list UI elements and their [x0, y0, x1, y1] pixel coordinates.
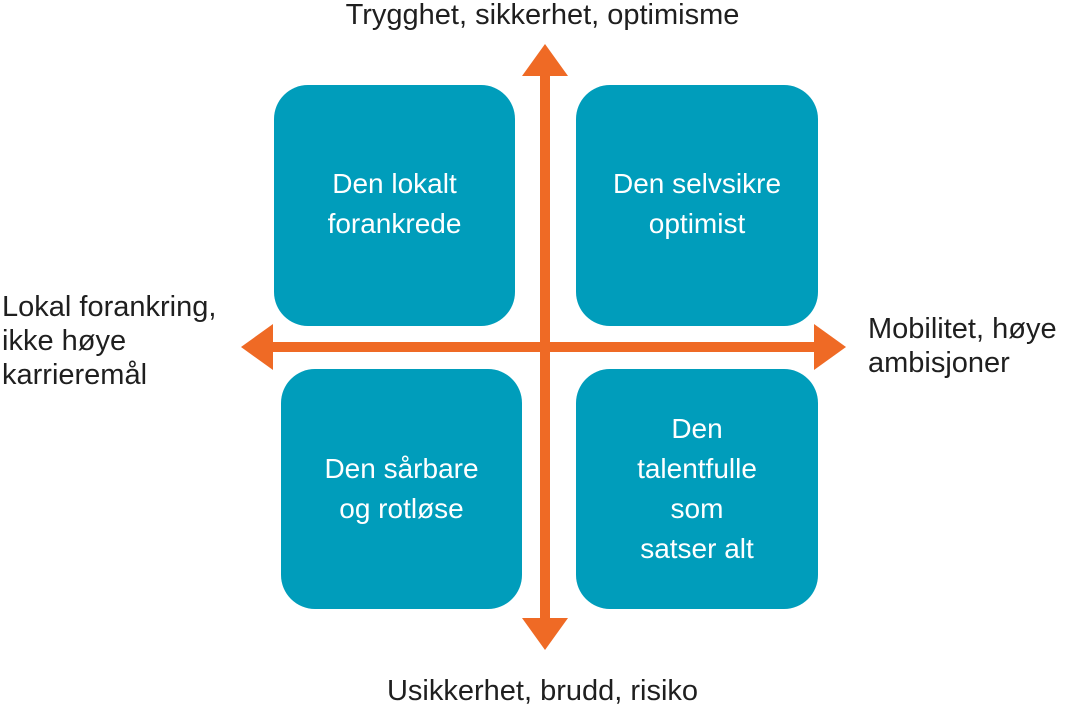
- quadrant-bottom-right: Den talentfulle som satser alt: [576, 369, 818, 609]
- quadrant-top-left: Den lokalt forankrede: [274, 85, 515, 326]
- horizontal-axis-line: [265, 342, 820, 352]
- vertical-axis-line: [540, 70, 550, 625]
- arrow-right-icon: [814, 324, 846, 370]
- axis-label-top: Trygghet, sikkerhet, optimisme: [345, 0, 740, 31]
- axis-label-bottom: Usikkerhet, brudd, risiko: [386, 675, 699, 707]
- quadrant-bottom-left-label: Den sårbare og rotløse: [324, 453, 479, 524]
- arrow-left-icon: [241, 324, 273, 370]
- quadrant-bottom-left: Den sårbare og rotløse: [281, 369, 522, 609]
- axis-label-left: Lokal forankring, ikke høye karrieremål: [2, 291, 217, 391]
- quadrant-top-right-label: Den selvsikre optimist: [612, 167, 782, 239]
- arrow-up-icon: [522, 44, 568, 76]
- quadrant-top-right: Den selvsikre optimist: [576, 85, 818, 326]
- axis-label-right: Mobilitet, høye ambisjoner: [868, 313, 1057, 379]
- quadrant-top-left-label: Den lokalt forankrede: [327, 167, 462, 239]
- arrow-down-icon: [522, 618, 568, 650]
- quadrant-bottom-right-label: Den talentfulle som satser alt: [637, 413, 757, 564]
